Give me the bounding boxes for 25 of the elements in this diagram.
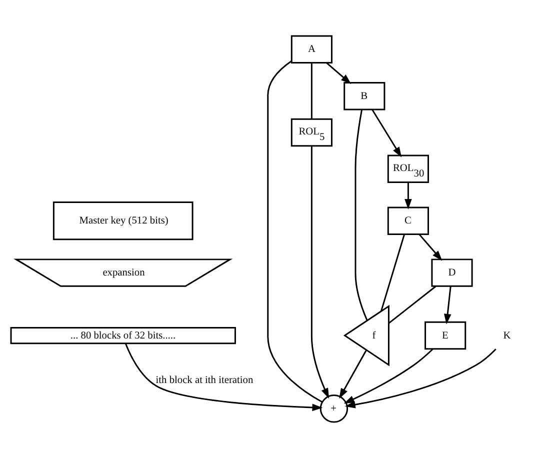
- node-box: C: [387, 206, 429, 234]
- node-circle: +: [320, 394, 348, 422]
- node-text: K: [503, 330, 511, 341]
- arrow: [404, 182, 412, 209]
- connector: [267, 60, 323, 402]
- node-box: ... 80 blocks of 32 bits.....: [10, 326, 236, 344]
- connector: [354, 109, 368, 320]
- arrow: [310, 146, 330, 398]
- node-box: D: [431, 258, 473, 286]
- node-box: Master key (512 bits): [52, 201, 194, 240]
- connector: [388, 285, 436, 324]
- node-box: A: [290, 34, 332, 63]
- arrow: [344, 348, 496, 408]
- arrow: [326, 62, 352, 84]
- connector: [310, 62, 312, 119]
- edge-label: ith block at ith iteration: [156, 374, 254, 386]
- connector: [380, 234, 406, 311]
- arrow: [339, 349, 367, 398]
- arrow: [124, 342, 323, 411]
- arrow: [418, 233, 442, 260]
- node-box: B: [344, 82, 386, 110]
- arrow: [444, 286, 452, 324]
- node-box: E: [424, 320, 466, 350]
- arrow: [372, 108, 402, 157]
- arrow: [344, 348, 434, 404]
